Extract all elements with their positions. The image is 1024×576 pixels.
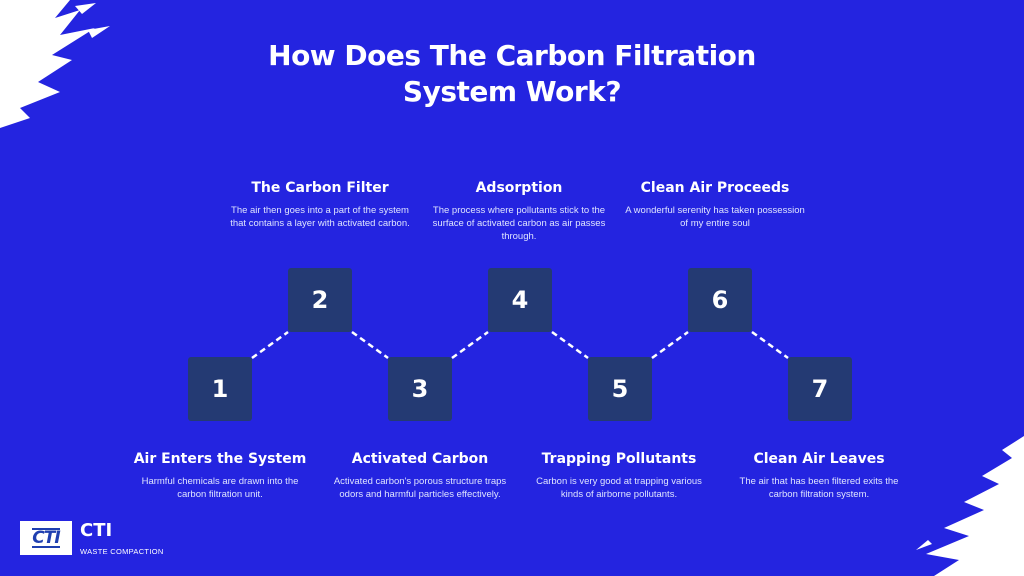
step-5-title: Trapping Pollutants	[541, 451, 697, 467]
step-6-title: Clean Air Proceeds	[640, 180, 790, 196]
step-7-box: 7	[788, 357, 852, 421]
step-7-title: Clean Air Leaves	[753, 451, 885, 467]
step-4-text: Adsorption The process where pollutants …	[414, 179, 624, 243]
cti-logo: CTI	[20, 521, 72, 555]
step-7-description: The air that has been filtered exits the…	[739, 476, 899, 500]
brush-stroke-bottom-right	[916, 436, 1024, 576]
connector-4-5	[551, 330, 589, 360]
brush-stroke-top-left	[0, 0, 110, 128]
step-1-title: Air Enters the System	[133, 451, 307, 467]
step-2-text: The Carbon Filter The air then goes into…	[215, 179, 425, 230]
step-2-box: 2	[288, 268, 352, 332]
step-4-box: 4	[488, 268, 552, 332]
cti-logo-mark: CTI	[32, 528, 61, 548]
step-5-description: Carbon is very good at trapping various …	[536, 476, 702, 500]
company-name: CTI	[80, 520, 113, 541]
connector-5-6	[651, 330, 689, 360]
step-6-box: 6	[688, 268, 752, 332]
step-3-text: Activated Carbon Activated carbon's poro…	[315, 450, 525, 501]
step-1-text: Air Enters the System Harmful chemicals …	[115, 450, 325, 501]
step-5-text: Trapping Pollutants Carbon is very good …	[514, 450, 724, 501]
step-6-description: A wonderful serenity has taken possessio…	[625, 205, 805, 229]
step-3-description: Activated carbon's porous structure trap…	[333, 476, 507, 500]
step-5-box: 5	[588, 357, 652, 421]
step-1-description: Harmful chemicals are drawn into the car…	[141, 476, 299, 500]
page-title: How Does The Carbon Filtration System Wo…	[268, 39, 756, 108]
connector-2-3	[351, 330, 389, 360]
step-4-title: Adsorption	[475, 180, 563, 196]
step-3-box: 3	[388, 357, 452, 421]
company-tagline: WASTE COMPACTION	[80, 547, 164, 556]
step-7-text: Clean Air Leaves The air that has been f…	[714, 450, 924, 501]
connector-3-4	[451, 330, 489, 360]
connector-6-7	[751, 330, 789, 360]
connector-1-2	[251, 330, 289, 360]
step-1-box: 1	[188, 357, 252, 421]
step-4-description: The process where pollutants stick to th…	[432, 205, 606, 242]
step-3-title: Activated Carbon	[351, 451, 489, 467]
step-2-title: The Carbon Filter	[251, 180, 389, 196]
step-6-text: Clean Air Proceeds A wonderful serenity …	[610, 179, 820, 230]
step-2-description: The air then goes into a part of the sys…	[230, 205, 410, 229]
